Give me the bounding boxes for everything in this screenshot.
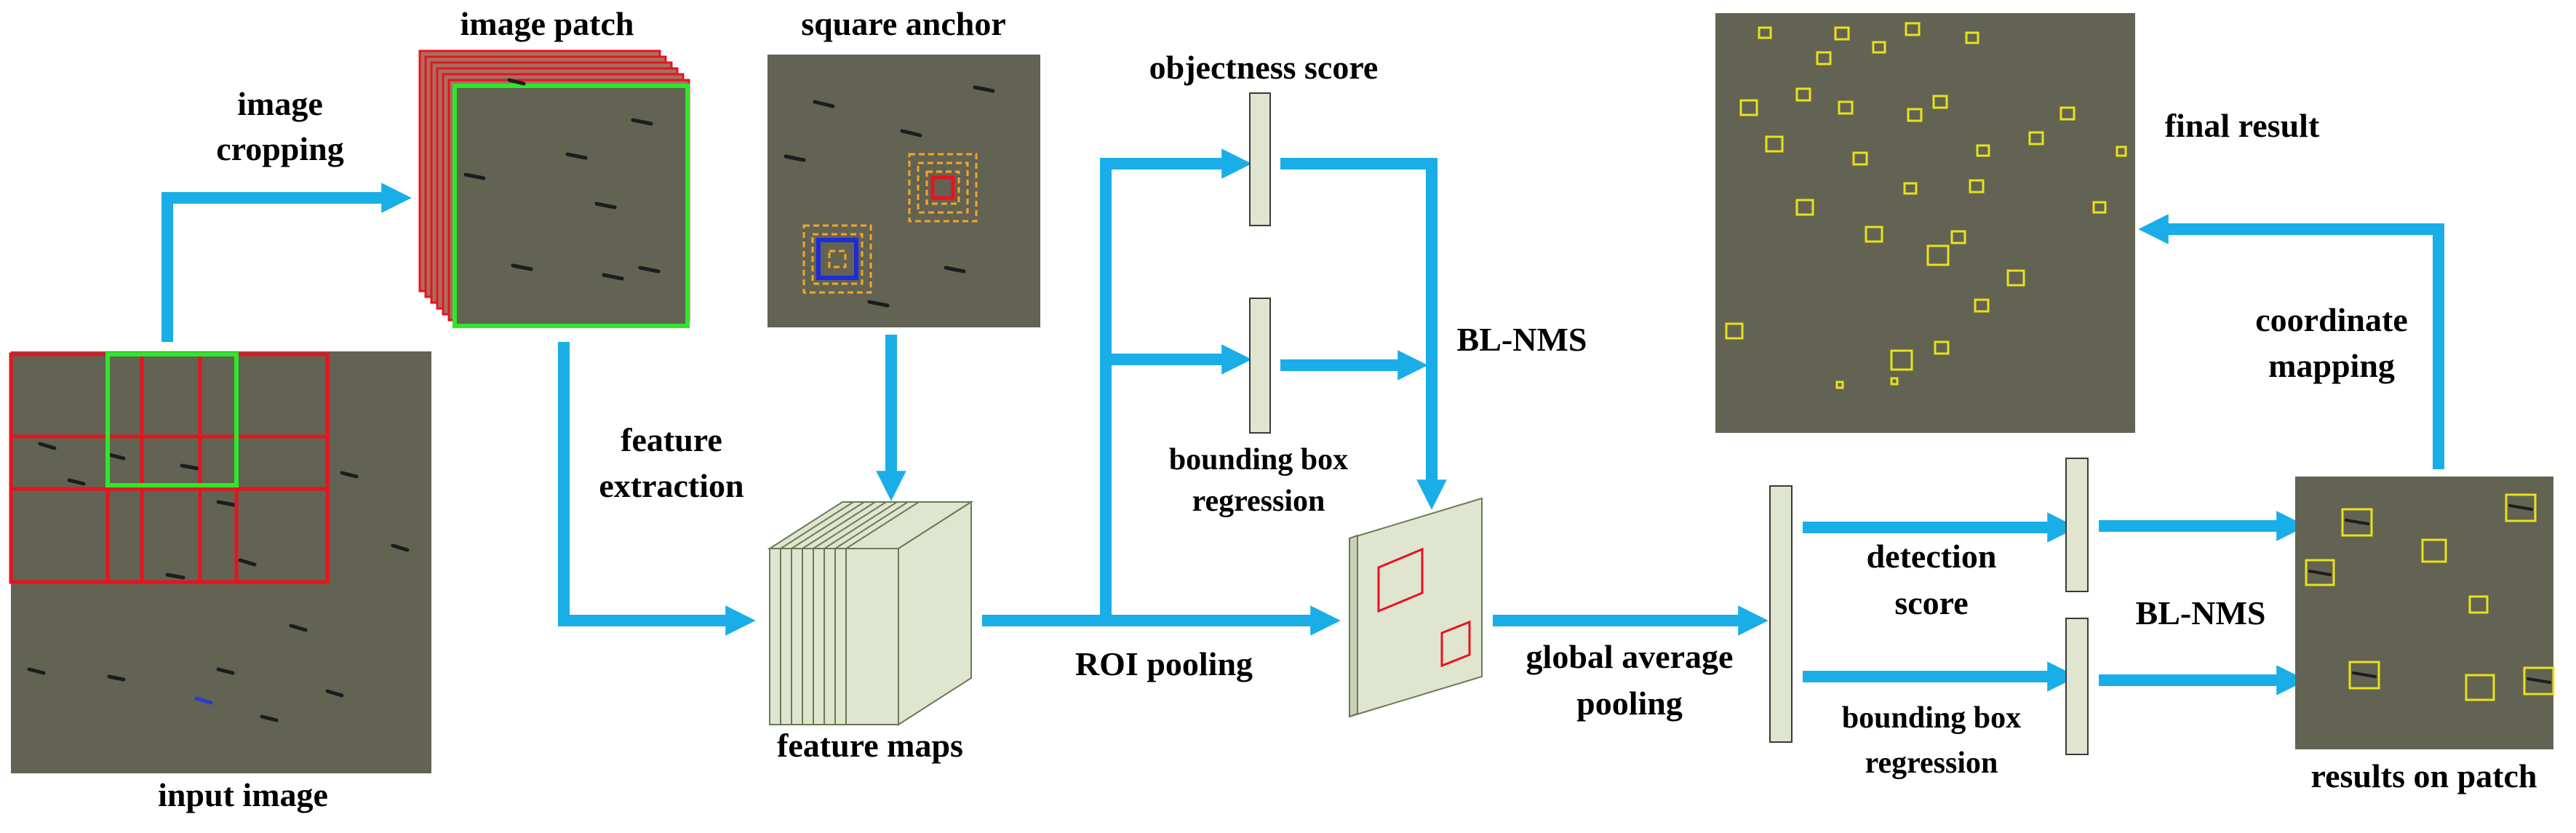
airplane-icon xyxy=(783,85,995,308)
image-patch-label: image patch xyxy=(460,5,634,42)
feature-extraction-label-line1: feature xyxy=(621,421,722,458)
results-on-patch-image xyxy=(2295,477,2555,749)
detection-bbox-regression-label-line1: bounding box xyxy=(1842,701,2021,735)
feature-maps-stack xyxy=(767,501,974,726)
objectness-branch-arrow xyxy=(1100,148,1252,621)
roi-pooling-label: ROI pooling xyxy=(1075,645,1253,682)
feature-extraction-label-line2: extraction xyxy=(599,467,743,504)
global-average-pooling-label-line2: pooling xyxy=(1576,685,1683,722)
rpn-bbox-regression-label-line1: bounding box xyxy=(1169,443,1348,477)
rpn-bbox-regression-bar xyxy=(1249,298,1271,434)
rpn-bbox-regression-label-line2: regression xyxy=(1192,485,1325,518)
objectness-score-bar xyxy=(1249,92,1271,226)
detection-score-label-line2: score xyxy=(1894,584,1968,621)
coordinate-mapping-label-line2: mapping xyxy=(2268,347,2395,384)
final-result-image xyxy=(1715,13,2135,433)
airplane-icon xyxy=(2308,504,2551,684)
proposals-plane xyxy=(1349,497,1483,718)
coordinate-mapping-label-line1: coordinate xyxy=(2255,301,2408,338)
feature-extraction-arrow xyxy=(558,342,756,636)
bl-nms-label-2: BL-NMS xyxy=(2136,594,2266,631)
global-average-pooling-label-line1: global average xyxy=(1526,638,1734,675)
pooled-feature-bar xyxy=(1769,485,1793,743)
input-image xyxy=(9,351,431,773)
results-on-patch-label: results on patch xyxy=(2311,757,2537,794)
objectness-score-label: objectness score xyxy=(1149,49,1379,86)
airplane-icon xyxy=(463,78,661,281)
detection-bbox-regression-label-line2: regression xyxy=(1865,746,1998,780)
coordinate-mapping-arrow xyxy=(2138,214,2444,469)
square-anchor-image xyxy=(767,55,1040,327)
feature-maps-label: feature maps xyxy=(777,727,963,764)
input-image-label: input image xyxy=(158,776,328,813)
bl-nms-label-1: BL-NMS xyxy=(1457,321,1587,358)
detection-score-label-line1: detection xyxy=(1867,538,1997,575)
detection-score-bar xyxy=(2065,458,2089,592)
airplane-icon xyxy=(27,442,410,722)
image-patch-stack xyxy=(418,49,690,328)
image-cropping-label-line1: image xyxy=(237,85,323,122)
image-cropping-label-line2: cropping xyxy=(216,130,344,167)
objectness-to-nms-arrow xyxy=(1280,158,1447,510)
square-anchor-label: square anchor xyxy=(801,5,1006,42)
final-result-label: final result xyxy=(2165,107,2320,144)
image-cropping-arrow xyxy=(162,183,412,342)
detection-bbox-bar xyxy=(2065,618,2089,755)
